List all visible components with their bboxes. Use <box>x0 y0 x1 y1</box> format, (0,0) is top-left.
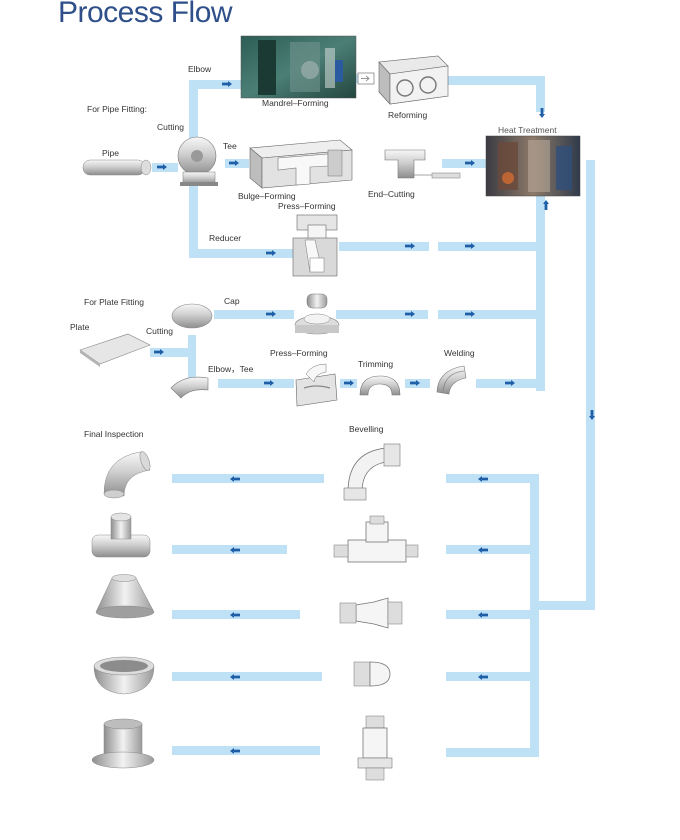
welding-icon <box>436 365 467 395</box>
heat-treatment-photo <box>485 135 581 197</box>
final-stub-end-icon <box>91 718 155 769</box>
label-cutting-plate: Cutting <box>146 326 173 336</box>
trimming-icon <box>359 375 401 396</box>
bevelling-tee-icon <box>333 515 419 563</box>
label-heat-treatment: Heat Treatment <box>498 125 557 135</box>
mandrel-forming-photo <box>240 35 357 99</box>
section-label-pipe-fitting: For Pipe Fitting: <box>87 104 147 114</box>
final-reducer-icon <box>95 574 155 619</box>
label-trimming: Trimming <box>358 359 393 369</box>
press-forming-elbow-icon <box>295 363 338 407</box>
label-pipe: Pipe <box>102 148 119 158</box>
label-cutting-pipe: Cutting <box>157 122 184 132</box>
bevelling-reducer-icon <box>339 597 403 629</box>
bevelling-stub-end-icon <box>357 715 393 781</box>
elbow-segment-icon <box>170 376 209 399</box>
press-forming-cap-icon <box>294 293 340 335</box>
reforming-die-icon <box>378 55 449 105</box>
bevelling-elbow-icon <box>343 443 401 501</box>
bulge-forming-icon <box>249 139 353 189</box>
final-tee-icon <box>91 512 151 558</box>
label-plate: Plate <box>70 322 90 332</box>
page-title: Process Flow <box>58 0 233 29</box>
transfer-icon <box>357 72 375 85</box>
bevelling-cap-icon <box>353 661 391 687</box>
label-welding: Welding <box>444 348 475 358</box>
label-reducer: Reducer <box>209 233 241 243</box>
label-bevelling: Bevelling <box>349 424 384 434</box>
label-mandrel-forming: Mandrel–Forming <box>262 98 329 108</box>
final-elbow-icon <box>103 451 151 499</box>
label-reforming: Reforming <box>388 110 427 120</box>
plate-icon <box>79 333 151 367</box>
label-press-forming-plate: Press–Forming <box>270 348 328 358</box>
press-forming-reducer-icon <box>292 214 338 277</box>
label-cap: Cap <box>224 296 240 306</box>
pipe-icon <box>82 159 152 176</box>
label-press-forming-pipe: Press–Forming <box>278 201 336 211</box>
cap-disc-icon <box>171 303 213 329</box>
section-label-plate-fitting: For Plate Fitting <box>84 297 144 307</box>
labels: For Pipe Fitting: Pipe Cutting Elbow Tee… <box>70 64 557 439</box>
label-elbow: Elbow <box>188 64 212 74</box>
label-tee: Tee <box>223 141 237 151</box>
cutting-wheel-icon <box>177 136 218 186</box>
label-end-cutting: End–Cutting <box>368 189 415 199</box>
label-elbow-tee: Elbow，Tee <box>208 364 254 374</box>
end-cutting-icon <box>384 149 461 179</box>
section-label-final-inspection: Final Inspection <box>84 429 144 439</box>
final-cap-icon <box>93 656 155 695</box>
label-bulge-forming: Bulge–Forming <box>238 191 296 201</box>
